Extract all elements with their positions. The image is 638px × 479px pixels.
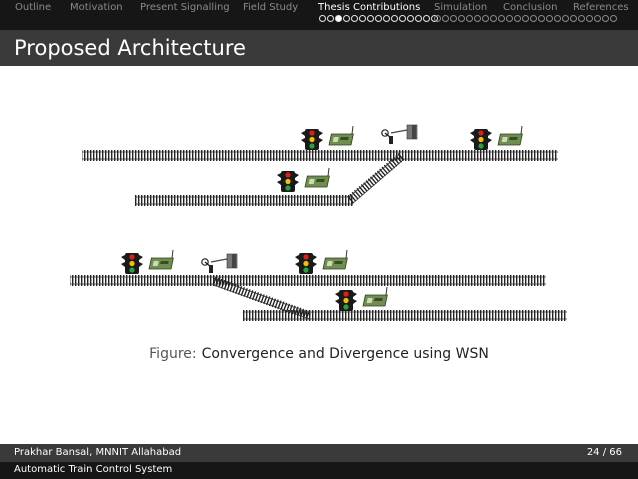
slide-dot[interactable] (399, 15, 406, 22)
slide-dot[interactable] (610, 15, 617, 22)
section-navigation: Outline Motivation Present Signalling Fi… (0, 0, 638, 30)
slide-dot[interactable] (498, 15, 505, 22)
sensor-node-bottom-3 (362, 286, 388, 307)
architecture-figure (70, 124, 567, 321)
footline-bottom: Automatic Train Control System (0, 462, 638, 479)
slide-dot[interactable] (594, 15, 601, 22)
slide-dot[interactable] (562, 15, 569, 22)
slide-dot[interactable] (602, 15, 609, 22)
sensor-node-top-2 (497, 125, 523, 146)
slide-dot[interactable] (327, 15, 334, 22)
slide-dot[interactable] (458, 15, 465, 22)
slide-dot[interactable] (319, 15, 326, 22)
slide-dot[interactable] (383, 15, 390, 22)
slide-dot[interactable] (415, 15, 422, 22)
slide-dot[interactable] (423, 15, 430, 22)
slide-dot[interactable] (442, 15, 449, 22)
frame-title: Proposed Architecture (14, 36, 246, 60)
slide-dot[interactable] (359, 15, 366, 22)
nav-present-signalling[interactable]: Present Signalling (140, 2, 230, 13)
slide-dot[interactable] (466, 15, 473, 22)
slide-dot[interactable] (351, 15, 358, 22)
track-top-main (82, 150, 558, 161)
slide-dot[interactable] (506, 15, 513, 22)
slide-dot[interactable] (482, 15, 489, 22)
slide-dot[interactable] (367, 15, 374, 22)
point-machine-top (381, 124, 418, 145)
slide-dot[interactable] (407, 15, 414, 22)
signal-bottom-2 (295, 253, 317, 274)
sensor-node-bottom-2 (322, 249, 348, 270)
turnout-bottom (212, 276, 312, 321)
signal-bottom-3 (335, 290, 357, 311)
slide-dot[interactable] (570, 15, 577, 22)
nav-references[interactable]: References (573, 2, 629, 13)
nav-simulation[interactable]: Simulation (434, 2, 488, 13)
signal-top-2 (470, 129, 492, 150)
slide-dot[interactable] (522, 15, 529, 22)
slide-dot[interactable] (490, 15, 497, 22)
slide-dot[interactable] (450, 15, 457, 22)
point-machine-bottom (201, 253, 238, 274)
nav-motivation[interactable]: Motivation (70, 2, 123, 13)
slide-dot[interactable] (343, 15, 350, 22)
slide-dot[interactable] (391, 15, 398, 22)
slide-dot[interactable] (554, 15, 561, 22)
slide-dot[interactable] (546, 15, 553, 22)
sensor-node-bottom-1 (148, 249, 174, 270)
track-bottom-branch (243, 310, 567, 321)
slide-dot[interactable] (578, 15, 585, 22)
simulation-slide-dots (434, 15, 617, 25)
figure-caption-text: Convergence and Divergence using WSN (201, 346, 489, 362)
nav-outline[interactable]: Outline (15, 2, 52, 13)
nav-conclusion[interactable]: Conclusion (503, 2, 558, 13)
turnout-top (347, 152, 405, 205)
track-top-branch (135, 195, 353, 206)
frame-title-bar: Proposed Architecture (0, 30, 638, 66)
sensor-node-top-3 (304, 167, 330, 188)
nav-field-study[interactable]: Field Study (243, 2, 299, 13)
figure-caption: Figure:Convergence and Divergence using … (0, 346, 638, 362)
thesis-slide-dots (319, 15, 438, 25)
slide-dot[interactable] (434, 15, 441, 22)
slide-dot[interactable] (514, 15, 521, 22)
slide-dot[interactable] (538, 15, 545, 22)
signal-bottom-1 (121, 253, 143, 274)
page-number: 24 / 66 (586, 447, 622, 458)
presentation-title: Automatic Train Control System (14, 464, 173, 475)
figure-label: Figure: (149, 346, 197, 362)
signal-top-1 (301, 129, 323, 150)
author-institute: Prakhar Bansal, MNNIT Allahabad (14, 447, 182, 458)
sensor-node-top-1 (328, 125, 354, 146)
track-bottom-main (70, 275, 546, 286)
slide-dot[interactable] (530, 15, 537, 22)
slide-dot[interactable] (586, 15, 593, 22)
slide-dot[interactable] (375, 15, 382, 22)
nav-thesis-contributions[interactable]: Thesis Contributions (318, 2, 421, 13)
slide-dot[interactable] (474, 15, 481, 22)
signal-top-3 (277, 171, 299, 192)
slide-dot[interactable] (335, 15, 342, 22)
footline-top: Prakhar Bansal, MNNIT Allahabad 24 / 66 (0, 444, 638, 462)
